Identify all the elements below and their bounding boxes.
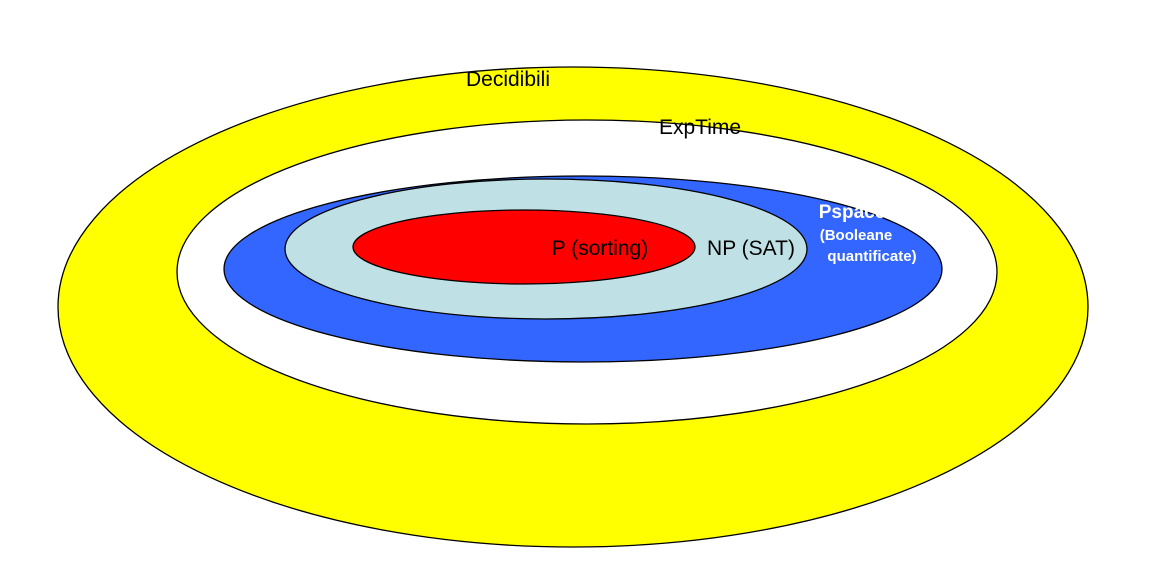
np-label: NP (SAT) [707,237,795,260]
pspace-title: Pspace [819,202,886,223]
pspace-example-line1: (Booleane [820,227,893,244]
exptime-label: ExpTime [659,116,741,139]
decidibili-label: Decidibili [466,68,550,91]
pspace-example-line2: quantificate) [827,248,916,265]
p-region [352,209,696,285]
p-label: P (sorting) [552,237,648,260]
